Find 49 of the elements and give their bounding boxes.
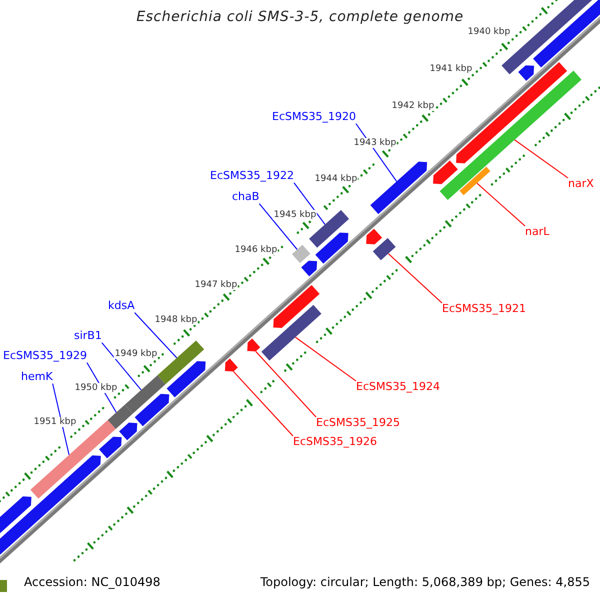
gene-feature-bar [261, 304, 322, 361]
gene-label: EcSMS35_1922 [210, 170, 294, 183]
leader-line [255, 350, 316, 418]
gene-feature-bar [247, 338, 260, 352]
leader-line [101, 342, 142, 390]
gene-feature-bar [157, 340, 204, 384]
leader-line [355, 123, 398, 182]
leader-line [232, 370, 294, 436]
leader-line [388, 253, 442, 304]
tick-label: 1945 kbp [272, 210, 318, 220]
gene-feature-bar [292, 244, 310, 264]
gene-feature-bar [224, 358, 238, 372]
tick-label: 1940 kbp [466, 27, 512, 38]
accession-text: Accession: NC_010498 [24, 576, 160, 590]
gene-label: narX [568, 178, 594, 191]
title: Escherichia coli SMS-3-5, complete genome [136, 9, 464, 26]
leader-line [134, 312, 178, 358]
gene-label: EcSMS35_1921 [442, 303, 526, 316]
tick-label: 1946 kbp [234, 245, 278, 256]
gene-label: kdsA [108, 300, 135, 313]
leader-line [514, 139, 568, 178]
gene-feature-bar [370, 162, 428, 214]
tick-label: 1949 kbp [114, 349, 158, 360]
genome-summary-text: Topology: circular; Length: 5,068,389 bp; Genes: 4,855 [260, 576, 590, 590]
tick-label: 1948 kbp [154, 315, 198, 326]
gene-label: hemK [21, 371, 53, 384]
gene-label: chaB [232, 191, 260, 204]
leader-line [258, 203, 298, 250]
leader-line [294, 336, 356, 382]
tick-label: 1943 kbp [352, 138, 398, 148]
leader-line [293, 182, 326, 225]
gene-label: narL [525, 226, 550, 239]
tick-label: 1941 kbp [428, 64, 474, 74]
gene-label: EcSMS35_1924 [356, 381, 440, 394]
tick-label: 1950 kbp [74, 383, 118, 394]
gene-label: EcSMS35_1925 [316, 417, 400, 430]
gene-label: EcSMS35_1929 [3, 350, 87, 363]
gene-label: EcSMS35_1926 [293, 436, 377, 449]
gene-feature-bar [124, 375, 166, 414]
tick-label: 1947 kbp [194, 280, 238, 290]
gene-feature-bar [108, 404, 133, 430]
gene-feature-bar [460, 166, 490, 196]
gene-label: EcSMS35_1920 [272, 111, 356, 124]
gene-feature-bar [372, 238, 396, 260]
tick-label: 1951 kbp [32, 417, 78, 428]
gene-label: sirB1 [74, 330, 102, 343]
tick-label: 1942 kbp [390, 101, 436, 112]
tick-label: 1944 kbp [314, 174, 358, 184]
leader-line [52, 383, 70, 456]
